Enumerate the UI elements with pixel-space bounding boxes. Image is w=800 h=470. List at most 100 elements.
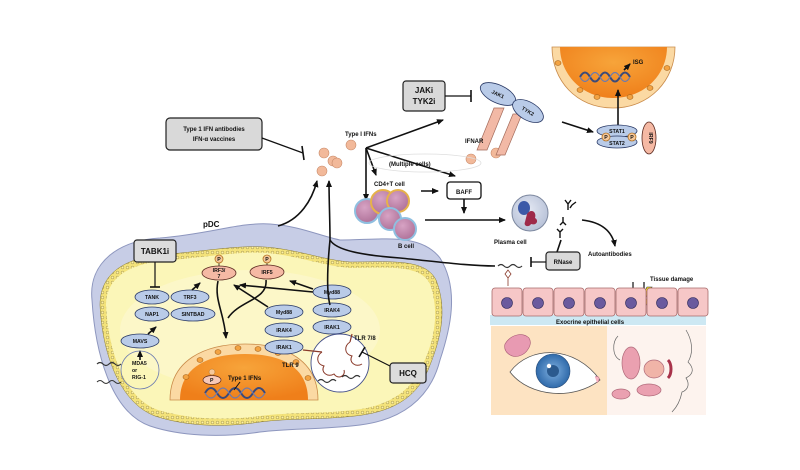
irak4-protein-b xyxy=(312,302,352,318)
plasma-cell xyxy=(511,194,549,232)
rnase-drug: RNase xyxy=(497,251,581,286)
lacrimal-gland xyxy=(504,334,531,357)
epithelial-nucleus xyxy=(563,297,575,309)
tank-label: TANK xyxy=(145,295,159,301)
irf-proteins: P IRF3/ 7 P IRF5 xyxy=(201,254,285,339)
multiple-cells-label: (Multiple cells) xyxy=(389,162,431,168)
epithelial-nucleus xyxy=(594,297,606,309)
irf9-label: IRF9 xyxy=(647,132,653,143)
phospho-label: P xyxy=(217,257,221,263)
irak1-protein-a xyxy=(264,339,304,355)
ifn-particle xyxy=(318,147,330,159)
irak1-label: IRAK1 xyxy=(276,345,292,351)
isg-label: ISG xyxy=(633,60,644,66)
tank-protein xyxy=(134,289,170,305)
eye-illustration xyxy=(504,334,601,394)
epithelial-nucleus xyxy=(501,297,513,309)
phospho-label: P xyxy=(604,135,608,141)
rnase-box xyxy=(545,251,581,271)
pdc-nucleus: P Type 1 IFNs xyxy=(169,343,319,401)
nuclear-factor-label: P xyxy=(210,378,214,384)
nucleic-acid-icon xyxy=(317,378,337,384)
irak4-protein-a xyxy=(264,322,304,338)
irak1-protein-b xyxy=(312,319,352,335)
mavs-pathway: TANK TRF3 NAP1 SINTBAD MAVS MDA5 or RIG-… xyxy=(96,282,216,390)
epithelial-nucleus xyxy=(687,297,699,309)
ifnar-receptor: JAK1 TYK2 xyxy=(476,82,544,156)
phospho-label: P xyxy=(630,135,634,141)
face-illustration xyxy=(611,329,693,413)
ifn-alpha-vaccines-label: IFN-α vaccines xyxy=(193,137,236,143)
tabk1-drug: TABK1i xyxy=(133,239,177,288)
nap1-label: NAP1 xyxy=(145,312,159,318)
epithelial-nucleus xyxy=(656,297,668,309)
irf37-label: IRF3/ xyxy=(213,268,226,274)
ifn-particle xyxy=(331,157,343,169)
phospho-icon xyxy=(601,132,611,142)
nucleic-acid-icon xyxy=(341,374,361,380)
trf3-label: TRF3 xyxy=(184,295,197,301)
rna-strand-icon xyxy=(96,380,122,384)
lymphocyte-cluster xyxy=(354,189,417,241)
target-cell-nucleus: ISG xyxy=(551,46,676,109)
rna-icon xyxy=(497,263,523,269)
tyk2i-label: TYK2i xyxy=(413,97,436,106)
myd88-label: Myd88 xyxy=(276,310,292,316)
b-cell-label: B cell xyxy=(398,244,414,250)
jak1-label: JAK1 xyxy=(490,89,505,100)
mda5-label: MDA5 xyxy=(132,361,147,367)
pdc-label: pDC xyxy=(203,220,220,229)
phospho-icon xyxy=(214,254,224,264)
exocrine-epithelium xyxy=(490,287,709,325)
mavs-label: MAVS xyxy=(133,339,148,345)
hcq-drug: HCQ xyxy=(358,346,427,384)
ifn-antibodies-drug: Type 1 IFN antibodies IFN-α vaccines xyxy=(165,117,305,161)
b-cell xyxy=(393,217,417,241)
antibody-icons xyxy=(556,199,577,238)
trf3-protein xyxy=(170,289,210,305)
irf9-protein xyxy=(641,121,657,155)
nuclear-factor xyxy=(202,375,222,385)
ifnar-label: IFNAR xyxy=(465,139,484,145)
exocrine-label: Exocrine epithelial cells xyxy=(556,320,625,326)
irf37-protein xyxy=(201,265,237,281)
nap1-protein xyxy=(134,306,170,322)
epithelial-nucleus xyxy=(625,297,637,309)
tabk1-label: TABK1i xyxy=(141,247,169,256)
baff-label: BAFF xyxy=(456,190,472,196)
tlr-signaling-proteins: Myd88 IRAK4 IRAK1 Myd88 IRAK4 IRAK1 xyxy=(233,280,352,355)
phospho-icon xyxy=(627,132,637,142)
tlr9-label: TLR 9 xyxy=(282,363,299,369)
rna-strand-icon xyxy=(96,361,122,367)
mda5-rig1-receptor xyxy=(120,350,160,390)
myd88-label: Myd88 xyxy=(324,290,340,296)
myd88-protein-a xyxy=(264,304,304,320)
plasma-cell-label: Plasma cell xyxy=(494,240,527,246)
rnase-label: RNase xyxy=(554,260,573,266)
mavs-protein xyxy=(120,333,160,349)
irf37-label-2: 7 xyxy=(218,274,221,280)
irak4-label: IRAK4 xyxy=(276,328,292,334)
tyk2-label: TYK2 xyxy=(520,106,535,118)
jak-tyk2-drug: JAKi TYK2i xyxy=(402,80,472,112)
irak1-label: IRAK1 xyxy=(324,325,340,331)
stat-complex: STAT1 STAT2 P P IRF9 xyxy=(596,121,657,155)
stat1-label: STAT1 xyxy=(609,129,625,135)
sintbad-protein xyxy=(170,306,216,322)
type-i-ifns-label: Type I IFNs xyxy=(345,132,377,138)
tlr78-receptor xyxy=(345,341,363,366)
ifn-antibodies-box xyxy=(165,117,263,151)
ifn-antibodies-label: Type 1 IFN antibodies xyxy=(183,127,245,133)
rig1-label: RIG-1 xyxy=(132,375,146,381)
type1-ifns-gene-label: Type 1 IFNs xyxy=(228,376,262,382)
anatomy-panel xyxy=(491,326,706,415)
ifn-particle xyxy=(316,165,328,177)
phospho-label: P xyxy=(265,257,269,263)
jaki-label: JAKi xyxy=(415,86,433,95)
irf5-label: IRF5 xyxy=(261,270,272,276)
phospho-icon xyxy=(262,254,272,264)
irak4-label: IRAK4 xyxy=(324,308,340,314)
ifn-particle xyxy=(345,139,357,151)
ifn-particles xyxy=(316,139,502,177)
